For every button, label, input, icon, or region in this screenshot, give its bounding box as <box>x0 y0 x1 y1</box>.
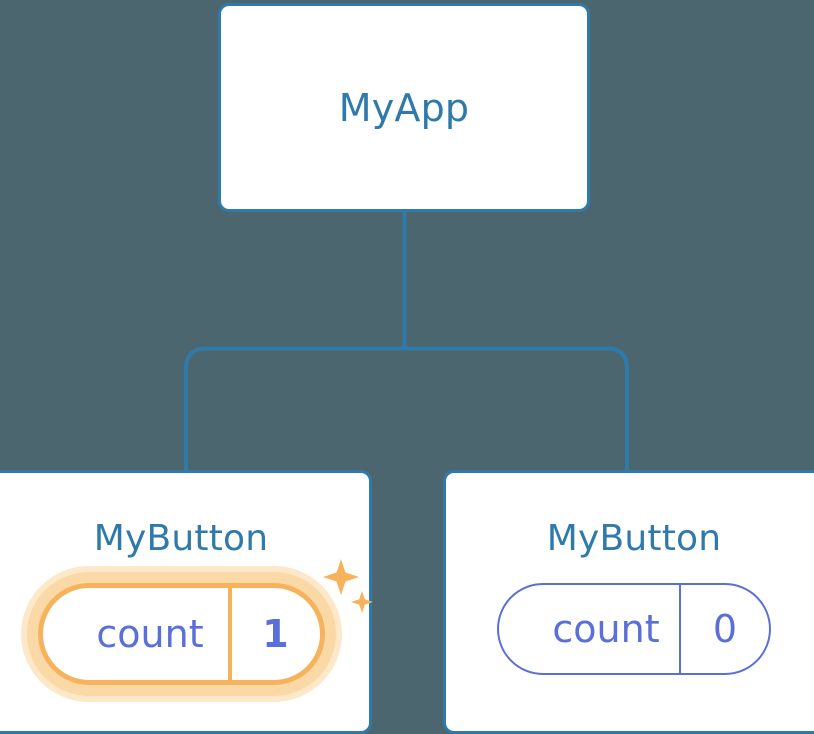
sparkle-icon-small <box>350 591 373 613</box>
state-pill-right[interactable]: count 0 <box>497 583 771 675</box>
state-pill-wrapper-right: count 0 <box>497 583 771 675</box>
sparkle-icon <box>322 559 359 595</box>
node-myapp[interactable]: MyApp <box>218 3 590 212</box>
node-title-mybutton-right: MyButton <box>546 518 722 559</box>
state-value-right: 0 <box>679 585 769 673</box>
node-mybutton-left[interactable]: MyButton count 1 <box>0 470 373 734</box>
state-pill-wrapper-left: count 1 <box>20 559 373 702</box>
connector-branch-right <box>404 346 629 472</box>
state-value-left: 1 <box>227 588 320 680</box>
state-key-right: count <box>552 607 660 651</box>
state-key-left: count <box>96 612 204 656</box>
state-pill-left[interactable]: count 1 <box>37 583 325 685</box>
sparkle-group <box>322 559 373 613</box>
node-mybutton-right[interactable]: MyButton count 0 <box>443 470 814 734</box>
connector-branch-left <box>184 346 405 472</box>
node-title-myapp: MyApp <box>338 85 470 130</box>
node-title-mybutton-left: MyButton <box>93 518 269 559</box>
